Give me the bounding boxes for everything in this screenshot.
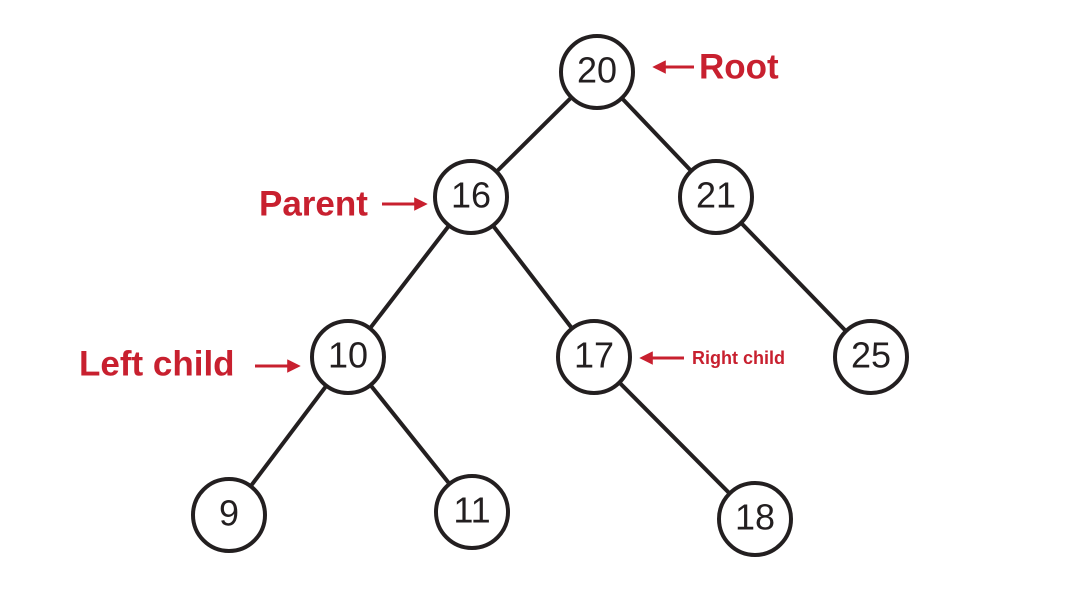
annotation-parent: Parent (259, 185, 428, 224)
node-circle (559, 34, 635, 110)
node-value: 25 (851, 335, 891, 376)
annotation-right-child: Right child (639, 348, 785, 368)
tree-node-16: 16 (433, 159, 509, 235)
parent-label: Parent (259, 185, 368, 224)
node-value: 11 (453, 490, 490, 531)
node-circle (833, 319, 909, 395)
tree-node-10: 10 (310, 319, 386, 395)
node-circle (717, 481, 793, 557)
annotation-left-child: Left child (79, 345, 301, 384)
node-circle (678, 159, 754, 235)
node-value: 17 (574, 335, 614, 376)
tree-node-11: 11 (434, 474, 510, 550)
edges (227, 70, 873, 521)
right-child-label: Right child (692, 348, 785, 368)
node-value: 20 (577, 50, 617, 91)
edge-n17-n18 (592, 355, 757, 521)
annotation-root: Root (652, 48, 779, 87)
node-circle (310, 319, 386, 395)
root-label: Root (699, 48, 779, 87)
tree-node-20: 20 (559, 34, 635, 110)
node-circle (433, 159, 509, 235)
node-value: 10 (328, 335, 368, 376)
node-value: 9 (219, 493, 239, 534)
nodes: 20 16 21 10 17 25 9 11 18 (191, 34, 909, 557)
node-value: 21 (696, 175, 736, 216)
tree-node-17: 17 (556, 319, 632, 395)
node-value: 16 (451, 175, 491, 216)
node-circle (191, 477, 267, 553)
left-child-label: Left child (79, 345, 235, 384)
tree-node-21: 21 (678, 159, 754, 235)
tree-node-9: 9 (191, 477, 267, 553)
node-circle (434, 474, 510, 550)
node-circle (556, 319, 632, 395)
node-value: 18 (735, 497, 775, 538)
tree-node-25: 25 (833, 319, 909, 395)
tree-node-18: 18 (717, 481, 793, 557)
